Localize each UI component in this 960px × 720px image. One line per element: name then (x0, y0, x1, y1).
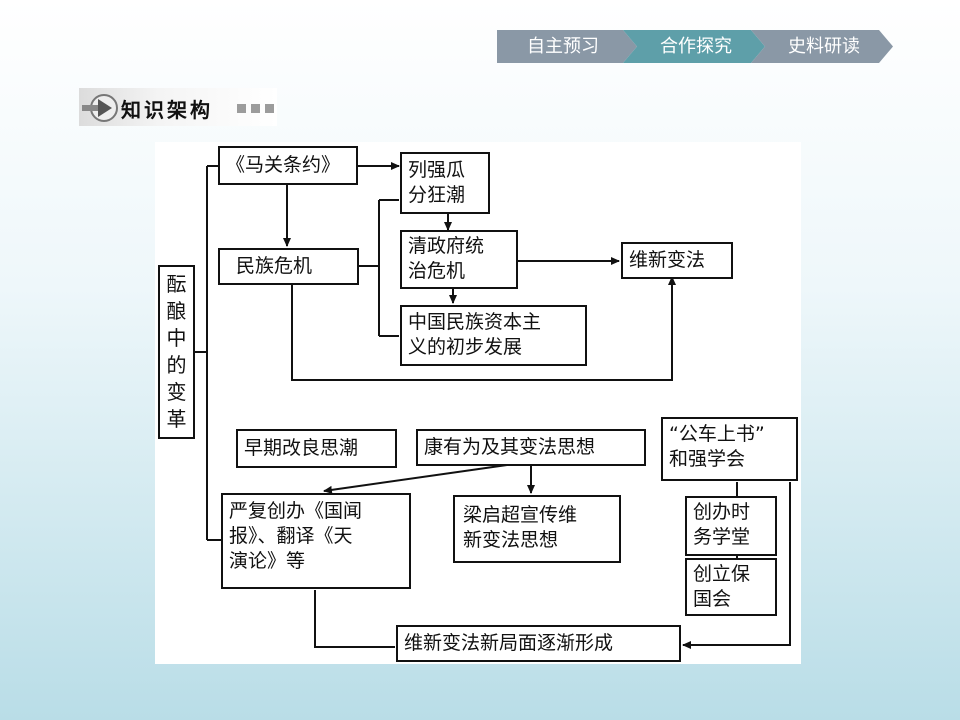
decor-square-3 (265, 104, 274, 113)
diagram-connectors (194, 162, 791, 649)
node-reform: 维新变法 (621, 242, 733, 279)
section-nav: 自主预习 合作探究 史料研读 (497, 30, 893, 63)
nav-tab-sources-label: 史料研读 (788, 36, 860, 57)
decor-square-1 (237, 104, 246, 113)
node-liang: 梁启超宣传维 新变法思想 (453, 495, 621, 563)
node-kang: 康有为及其变法思想 (416, 429, 646, 466)
node-national-crisis: 民族危机 (218, 248, 359, 285)
nav-tab-sources[interactable]: 史料研读 (751, 30, 893, 63)
nav-tab-preview[interactable]: 自主预习 (497, 30, 637, 63)
arrow-petition-new (682, 482, 791, 649)
nav-tab-sources-shape (751, 30, 893, 63)
node-schools: 创办时 务学堂 (685, 496, 777, 556)
arrow-circle-icon (82, 94, 118, 122)
node-baoguo: 创立保 国会 (685, 558, 777, 616)
node-yanfu: 严复创办《国闻 报》、翻译《天 演论》等 (221, 493, 411, 589)
knowledge-diagram: 酝酿中的变革 《马关条约》 列强瓜 分狂潮 民族危机 清政府统 治危机 维新变法… (155, 142, 801, 664)
nav-tab-explore-label: 合作探究 (660, 36, 732, 57)
section-title: 知识架构 (121, 98, 213, 122)
node-treaty: 《马关条约》 (218, 146, 358, 185)
arrow-crisis-reform (291, 276, 676, 381)
arrow-kang-yanfu (323, 464, 508, 494)
nav-tab-explore-shape (623, 30, 765, 63)
nav-tab-preview-shape (497, 30, 637, 63)
decor-square-2 (251, 104, 260, 113)
node-new-situation: 维新变法新局面逐渐形成 (396, 625, 681, 662)
node-qing-crisis: 清政府统 治危机 (400, 230, 518, 289)
nav-tab-explore[interactable]: 合作探究 (623, 30, 765, 63)
node-capitalism: 中国民族资本主 义的初步发展 (400, 305, 587, 366)
line-yanfu-new (314, 590, 395, 648)
node-petition: “公车上书” 和强学会 (661, 417, 798, 481)
node-early-reform: 早期改良思潮 (236, 429, 397, 468)
nav-tab-preview-label: 自主预习 (527, 36, 599, 57)
node-root: 酝酿中的变革 (158, 265, 195, 439)
node-partition: 列强瓜 分狂潮 (400, 152, 490, 214)
